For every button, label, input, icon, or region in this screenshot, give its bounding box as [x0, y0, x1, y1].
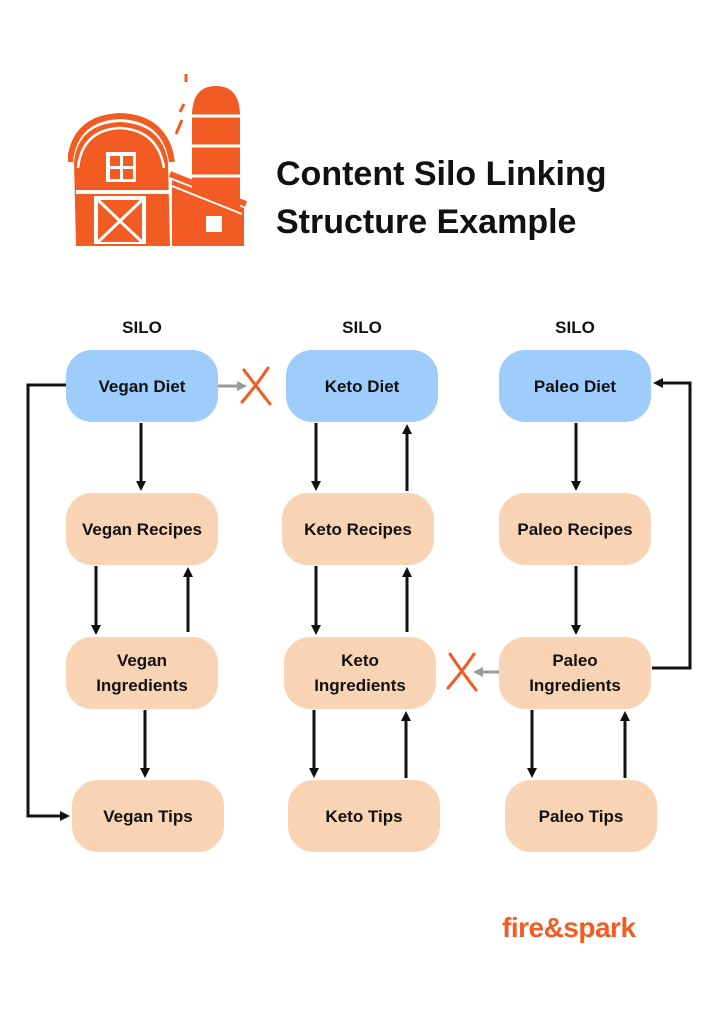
node-keto-tips: Keto Tips — [288, 780, 440, 852]
silo-label-vegan: SILO — [122, 318, 162, 337]
node-keto-diet: Keto Diet — [286, 350, 438, 422]
node-paleo-ingredients-line-2: Ingredients — [529, 676, 621, 695]
node-vegan-diet: Vegan Diet — [66, 350, 218, 422]
node-keto-recipes: Keto Recipes — [282, 493, 434, 565]
x-mark-icon — [240, 366, 272, 406]
node-paleo-tips: Paleo Tips — [505, 780, 657, 852]
node-paleo-ingredients-line-1: Paleo — [552, 651, 598, 670]
barn-silo-icon — [68, 74, 248, 246]
title-line-2: Structure Example — [276, 203, 577, 241]
arrow-paleo-ingredients-to-diet — [652, 378, 692, 670]
silo-label-keto: SILO — [342, 318, 382, 337]
node-paleo-diet: Paleo Diet — [499, 350, 651, 422]
title-line-1: Content Silo Linking — [276, 155, 607, 193]
silo-label-paleo: SILO — [555, 318, 595, 337]
brand-logo: fire&spark — [502, 912, 636, 943]
node-keto-ingredients-line-2: Ingredients — [314, 676, 406, 695]
arrow-vegan-diet-to-tips — [26, 383, 70, 821]
node-keto-ingredients-line-1: Keto — [341, 651, 379, 670]
node-vegan-ingredients-line-1: Vegan — [116, 651, 168, 670]
node-vegan-ingredients-line-2: Ingredients — [96, 676, 188, 695]
page-title: Content Silo Linking Structure Example — [276, 150, 696, 246]
node-vegan-recipes: Vegan Recipes — [66, 493, 218, 565]
x-mark-icon — [446, 652, 478, 692]
node-paleo-recipes: Paleo Recipes — [499, 493, 651, 565]
node-vegan-tips: Vegan Tips — [72, 780, 224, 852]
